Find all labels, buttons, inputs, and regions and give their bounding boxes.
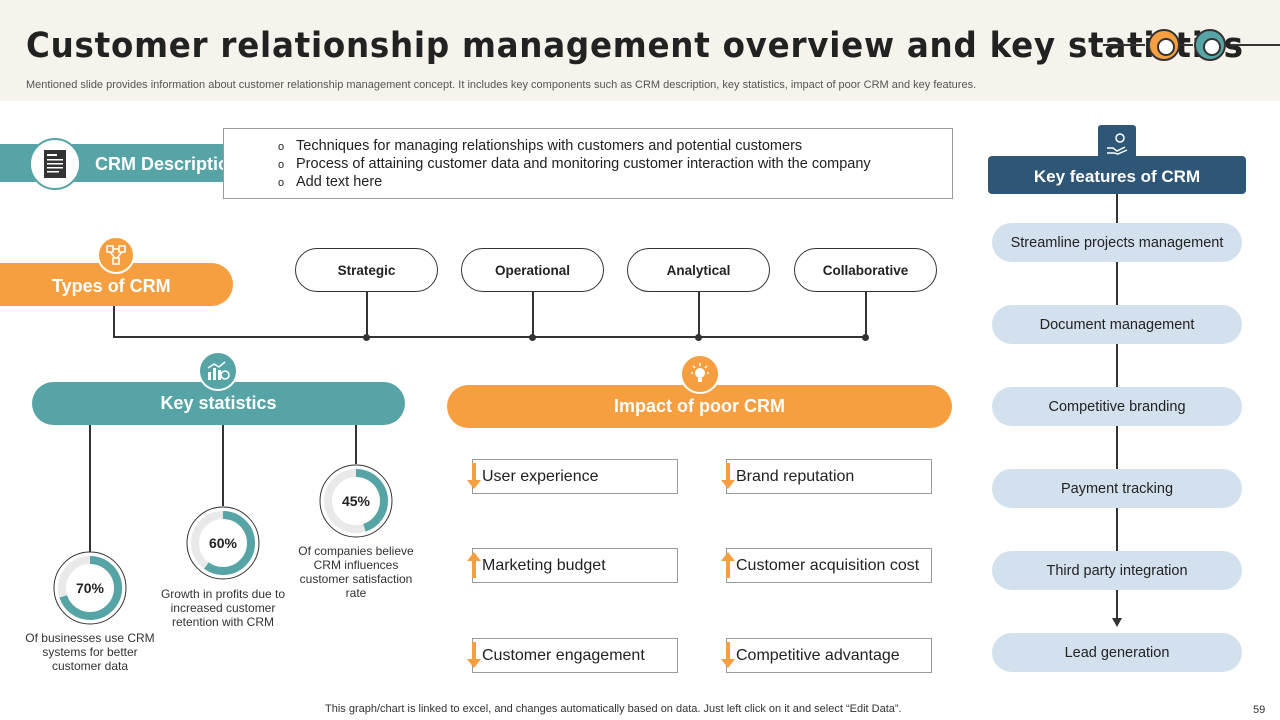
decor-line [1103,44,1145,46]
connector-line [222,425,224,506]
chart-icon [198,351,238,391]
impact-item: Brand reputation [726,459,932,494]
connector-line [698,292,700,337]
crm-description-box [223,128,953,199]
connector-line [113,336,866,338]
connector-line [532,292,534,337]
arrow-icon [721,463,735,489]
key-features-label: Key features of CRM [1033,167,1201,186]
type-collaborative: Collaborative [794,248,937,292]
stat-text: Of companies believe CRM influences cust… [298,544,414,600]
connector-line [89,425,91,552]
donut-45 [319,464,393,538]
impact-item: Competitive advantage [726,638,932,673]
stat-text: Growth in profits due to increased custo… [160,587,286,629]
connector-line [355,425,357,464]
page-number: 59 [1253,704,1266,716]
impact-label: Impact of poor CRM [614,396,785,416]
impact-item: Customer acquisition cost [726,548,932,583]
arrow-icon [721,642,735,668]
feature-item: Lead generation [992,633,1242,672]
type-operational: Operational [461,248,604,292]
impact-item-text: User experience [482,467,599,485]
connector-dot [695,334,702,341]
stat-value-45: 45% [341,493,371,509]
feature-item: Streamline projects management [992,223,1242,262]
connector-line [865,292,867,337]
page-title: Customer relationship management overvie… [26,26,1244,66]
decor-circle-orange [1148,29,1180,61]
header [0,0,1280,101]
decor-circle-teal [1194,29,1226,61]
feature-item: Document management [992,305,1242,344]
key-statistics-label: Key statistics [160,393,277,413]
lightbulb-icon [680,354,720,394]
arrow-icon [467,463,481,489]
arrow-down-icon [1112,618,1122,627]
donut-70 [53,551,127,625]
decor-line [1230,44,1280,46]
type-strategic: Strategic [295,248,438,292]
page-subtitle: Mentioned slide provides information abo… [26,79,977,91]
impact-item-text: Competitive advantage [736,646,900,664]
impact-item-text: Marketing budget [482,556,606,574]
arrow-icon [721,552,735,578]
stat-value-70: 70% [75,580,105,596]
feature-item: Competitive branding [992,387,1242,426]
impact-item: Customer engagement [472,638,678,673]
connector-line [366,292,368,337]
footer-note: This graph/chart is linked to excel, and… [325,703,902,715]
network-icon [97,236,135,274]
connector-dot [363,334,370,341]
crm-description-label: CRM Description [95,154,241,174]
connector-dot [862,334,869,341]
feature-item: Third party integration [992,551,1242,590]
arrow-icon [467,552,481,578]
impact-item: Marketing budget [472,548,678,583]
connector-dot [529,334,536,341]
document-icon [29,138,81,190]
type-analytical: Analytical [627,248,770,292]
impact-item-text: Brand reputation [736,467,855,485]
decor-line [1181,44,1193,46]
hand-coin-icon [1098,125,1136,163]
donut-60 [186,506,260,580]
types-of-crm-label: Types of CRM [52,276,171,296]
feature-item: Payment tracking [992,469,1242,508]
impact-item-text: Customer engagement [482,646,645,664]
arrow-icon [467,642,481,668]
stat-text: Of businesses use CRM systems for better… [25,631,155,673]
impact-item-text: Customer acquisition cost [736,556,920,574]
stat-value-60: 60% [208,535,238,551]
connector-line [113,306,115,337]
impact-item: User experience [472,459,678,494]
